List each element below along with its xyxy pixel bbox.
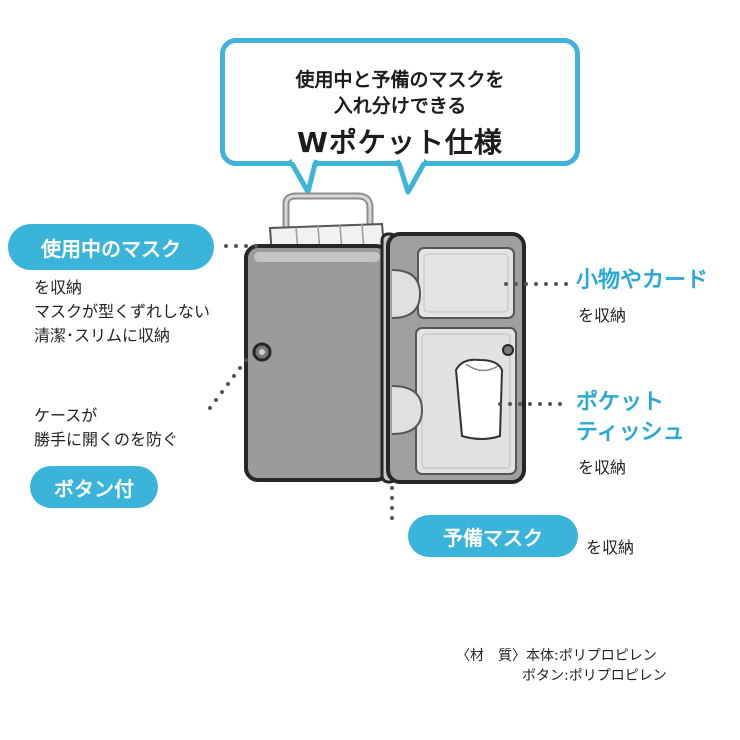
spare-mask-desc: を収納: [586, 538, 635, 557]
mask-in-use-desc-3: 清潔･スリムに収納: [34, 326, 171, 345]
material-line-2: ボタン:ポリプロピレン: [522, 668, 667, 684]
button-desc-1: ケースが: [34, 406, 98, 425]
mask-in-use-desc-2: マスクが型くずれしない: [34, 302, 211, 321]
pocket-tissue-desc: を収納: [578, 458, 627, 477]
label-small-items-cards: 小物やカード: [576, 268, 709, 293]
label-pocket-tissue-1: ポケット: [576, 390, 665, 415]
speech-bubble: 使用中と予備のマスクを 入れ分けできる Wポケット仕様: [220, 38, 580, 166]
bubble-line-2: 入れ分けできる: [333, 95, 467, 117]
mask-in-use-desc-1: を収納: [34, 278, 83, 297]
label-mask-in-use: 使用中のマスク: [8, 224, 214, 270]
bubble-headline: Wポケット仕様: [297, 126, 503, 159]
label-button-attached: ボタン付: [30, 466, 158, 508]
material-line-1: 〈材 質〉本体:ポリプロピレン: [456, 648, 657, 664]
label-spare-mask: 予備マスク: [408, 515, 578, 557]
button-desc-2: 勝手に開くのを防ぐ: [34, 430, 179, 449]
label-pocket-tissue-2: ティッシュ: [576, 420, 685, 445]
mask-case-illustration: [244, 192, 526, 484]
bubble-tails: [287, 158, 429, 195]
small-items-desc: を収納: [578, 306, 627, 325]
bubble-line-1: 使用中と予備のマスクを: [295, 69, 505, 91]
